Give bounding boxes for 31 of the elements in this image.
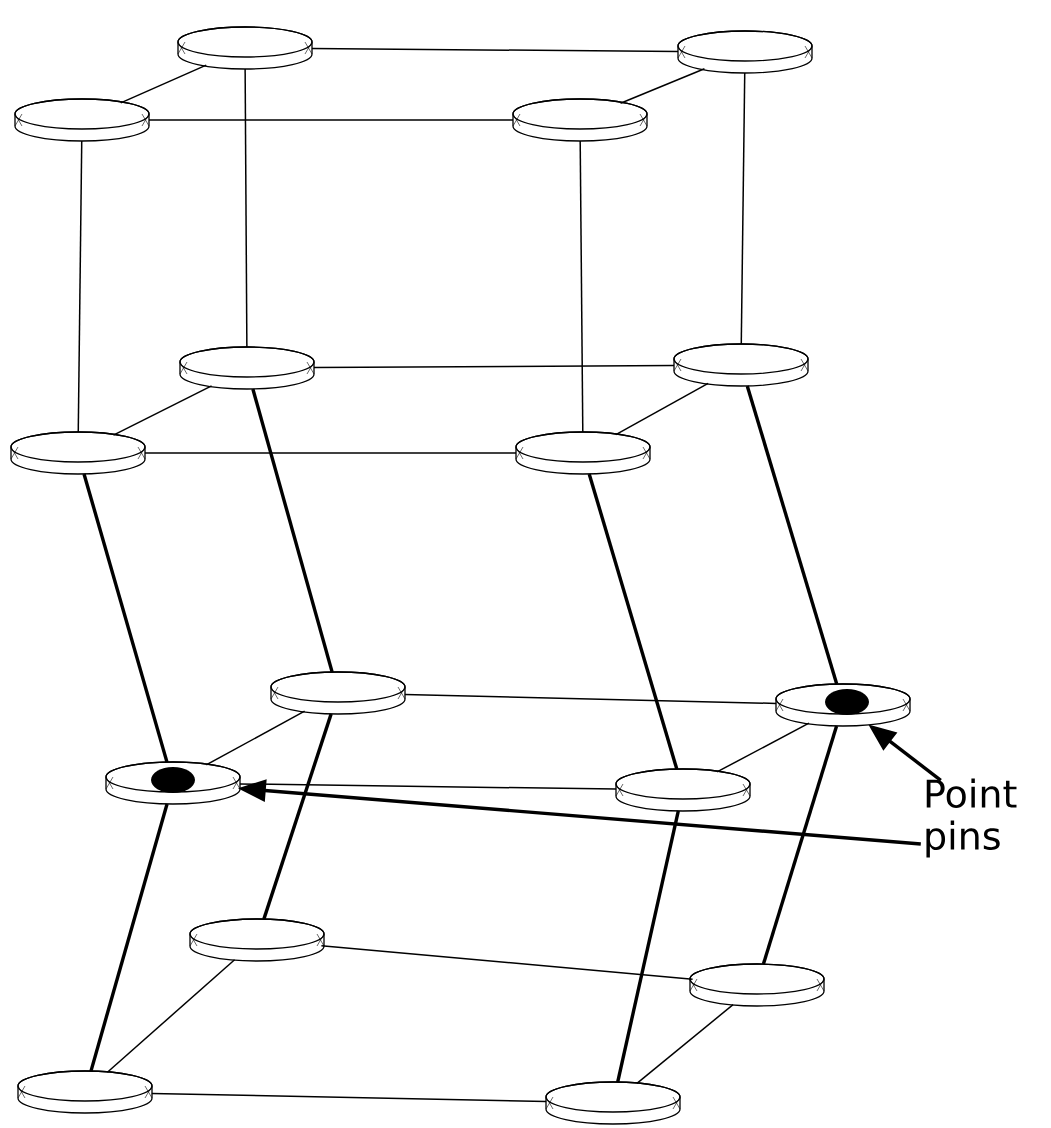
connecting-rod	[82, 473, 169, 763]
connecting-rod	[615, 382, 709, 436]
connecting-rod	[205, 710, 306, 766]
connecting-rod	[120, 64, 207, 104]
connecting-rod	[313, 364, 675, 369]
connecting-rod	[144, 452, 517, 454]
connecting-rod	[89, 803, 169, 1072]
connecting-rod	[616, 810, 680, 1083]
connecting-rod	[636, 1003, 734, 1085]
connecting-rod	[579, 140, 584, 433]
connecting-rod	[587, 473, 679, 770]
connecting-rod	[716, 722, 810, 773]
connecting-rod	[251, 388, 334, 673]
connecting-rod	[106, 959, 236, 1073]
connecting-rod	[740, 72, 746, 345]
connecting-rod	[77, 140, 83, 433]
callout-text: Point pins	[926, 778, 1017, 858]
connecting-rod	[320, 945, 694, 980]
connecting-rod	[112, 385, 213, 436]
connecting-rod	[745, 385, 839, 685]
connecting-rod	[151, 1092, 547, 1103]
disk	[545, 1081, 681, 1125]
connecting-rod	[311, 47, 679, 53]
connecting-rod	[148, 119, 514, 121]
connecting-rod	[262, 713, 333, 920]
connecting-rod	[244, 68, 248, 348]
disk	[17, 1070, 153, 1114]
connecting-rod	[239, 783, 617, 790]
connecting-rod	[619, 67, 706, 105]
connecting-rod	[404, 693, 777, 705]
connecting-rod	[761, 725, 839, 965]
